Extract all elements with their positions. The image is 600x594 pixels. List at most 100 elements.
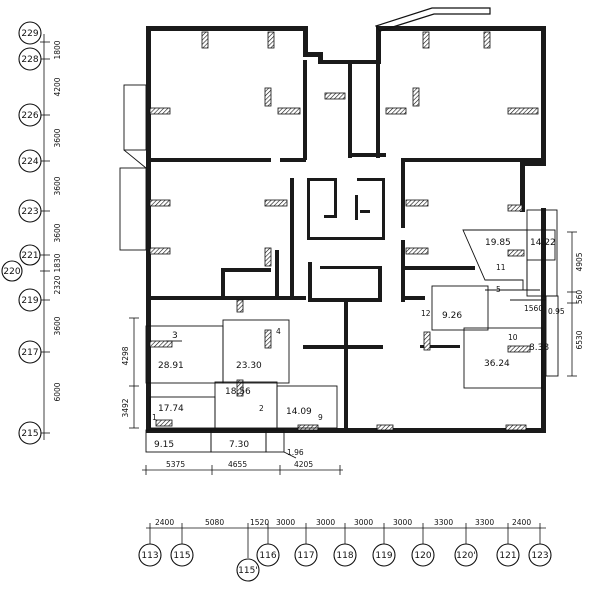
room-number-labels: 3 4 1 2 9 10 11 12 5 <box>152 263 518 422</box>
right-dimension: 4905 560 6530 <box>567 231 584 377</box>
area-0-95: 0.95 <box>548 307 565 316</box>
svg-text:229: 229 <box>21 29 38 39</box>
room-number-4: 4 <box>276 327 281 336</box>
svg-text:123: 123 <box>531 551 548 561</box>
svg-text:219: 219 <box>21 296 38 306</box>
svg-text:221: 221 <box>21 251 38 261</box>
axis-bubble-217: 217 <box>18 340 42 364</box>
area-19-85: 19.85 <box>485 238 511 248</box>
svg-text:223: 223 <box>21 207 38 217</box>
dim-5375: 5375 <box>166 460 185 469</box>
svg-text:118: 118 <box>336 551 353 561</box>
bdim-3300-b: 3300 <box>475 518 494 527</box>
area-14-09: 14.09 <box>286 407 312 417</box>
axis-bubble-219: 219 <box>18 288 42 312</box>
svg-text:115': 115' <box>238 566 258 576</box>
area-1-96: 1.96 <box>287 448 304 457</box>
bdim-5080: 5080 <box>205 518 224 527</box>
bdim-2400-a: 2400 <box>155 518 174 527</box>
left-small-dimension: 4298 3492 <box>121 317 139 429</box>
axis-bubble-118: 118 <box>333 543 357 567</box>
axis-bubble-113: 113 <box>138 543 162 567</box>
axis-bubble-228: 228 <box>18 47 42 71</box>
area-7-30: 7.30 <box>229 440 249 450</box>
svg-text:119: 119 <box>375 551 392 561</box>
area-9-26: 9.26 <box>442 311 462 321</box>
svg-text:224: 224 <box>21 157 38 167</box>
area-23-30: 23.30 <box>236 361 262 371</box>
dim-4655: 4655 <box>228 460 247 469</box>
area-28-91: 28.91 <box>158 361 184 371</box>
dim-3600-c: 3600 <box>53 223 62 242</box>
axis-bubble-115: 115 <box>170 543 194 567</box>
axis-bubble-229: 229 <box>18 21 42 45</box>
dim-2320: 2320 <box>53 275 62 294</box>
area-36-24: 36.24 <box>484 359 510 369</box>
axis-bubble-226: 226 <box>18 103 42 127</box>
axis-bubble-123: 123 <box>528 543 552 567</box>
svg-text:220: 220 <box>3 267 20 277</box>
bdim-3000-b: 3000 <box>316 518 335 527</box>
interior-walls <box>146 60 545 432</box>
dim-4905: 4905 <box>575 252 584 271</box>
axis-bubble-215: 215 <box>18 421 42 445</box>
bdim-2400-b: 2400 <box>512 518 531 527</box>
area-8-38: 8.38 <box>529 343 549 353</box>
room-number-2: 2 <box>259 404 264 413</box>
axis-bubble-119: 119 <box>372 543 396 567</box>
bdim-3000-a: 3000 <box>276 518 295 527</box>
axis-bubble-120: 120 <box>411 543 435 567</box>
svg-text:116: 116 <box>259 551 276 561</box>
dim-1830: 1830 <box>53 253 62 272</box>
axis-bubble-121: 121 <box>496 543 520 567</box>
lower-dimension: 5375 4655 4205 <box>142 460 343 475</box>
svg-text:226: 226 <box>21 111 38 121</box>
bdim-3300-a: 3300 <box>434 518 453 527</box>
axis-bubble-116: 116 <box>256 543 280 567</box>
bdim-1520: 1520 <box>250 518 269 527</box>
room-number-11: 11 <box>496 263 506 272</box>
axis-bubble-223: 223 <box>18 199 42 223</box>
axis-bubble-120-prime: 120' <box>454 543 478 567</box>
room-number-1: 1 <box>152 413 157 422</box>
window-marks <box>149 31 539 431</box>
svg-text:120': 120' <box>456 551 476 561</box>
axis-bubble-221: 221 <box>19 244 41 266</box>
area-17-74: 17.74 <box>158 404 184 414</box>
dim-560: 560 <box>575 290 584 305</box>
dim-3600-b: 3600 <box>53 176 62 195</box>
bdim-3000-d: 3000 <box>393 518 412 527</box>
room-number-12: 12 <box>421 309 431 318</box>
dim-4200: 4200 <box>53 77 62 96</box>
room-number-10: 10 <box>508 333 518 342</box>
dim-3600-a: 3600 <box>53 128 62 147</box>
svg-text:228: 228 <box>21 55 38 65</box>
left-ticks <box>40 41 50 434</box>
axis-bubble-115-prime: 115' <box>236 558 260 582</box>
dim-3600-d: 3600 <box>53 316 62 335</box>
area-labels: 28.91 23.30 18.56 17.74 14.09 9.15 7.30 … <box>154 238 565 457</box>
bdim-3000-c: 3000 <box>354 518 373 527</box>
dim-6000: 6000 <box>53 382 62 401</box>
dim-1800: 1800 <box>53 40 62 59</box>
dim-4298: 4298 <box>121 346 130 365</box>
svg-text:113: 113 <box>141 551 158 561</box>
dim-1560: 1560 <box>524 304 543 313</box>
room-number-5: 5 <box>496 285 501 294</box>
axis-bubble-117: 117 <box>294 543 318 567</box>
svg-text:120: 120 <box>414 551 431 561</box>
dim-4205: 4205 <box>294 460 313 469</box>
svg-text:117: 117 <box>297 551 314 561</box>
room-number-9: 9 <box>318 413 323 422</box>
svg-text:121: 121 <box>499 551 516 561</box>
area-18-56: 18.56 <box>225 387 251 397</box>
area-9-15: 9.15 <box>154 440 174 450</box>
dim-3492: 3492 <box>121 398 130 417</box>
axis-bubble-224: 224 <box>18 149 42 173</box>
bottom-dimension-chain: 2400 5080 1520 3000 3000 3000 3000 3300 … <box>146 518 546 558</box>
area-14-22: 14.22 <box>530 238 556 248</box>
left-balconies <box>119 84 147 251</box>
axis-bubble-220: 220 <box>1 260 23 282</box>
svg-text:217: 217 <box>21 348 38 358</box>
